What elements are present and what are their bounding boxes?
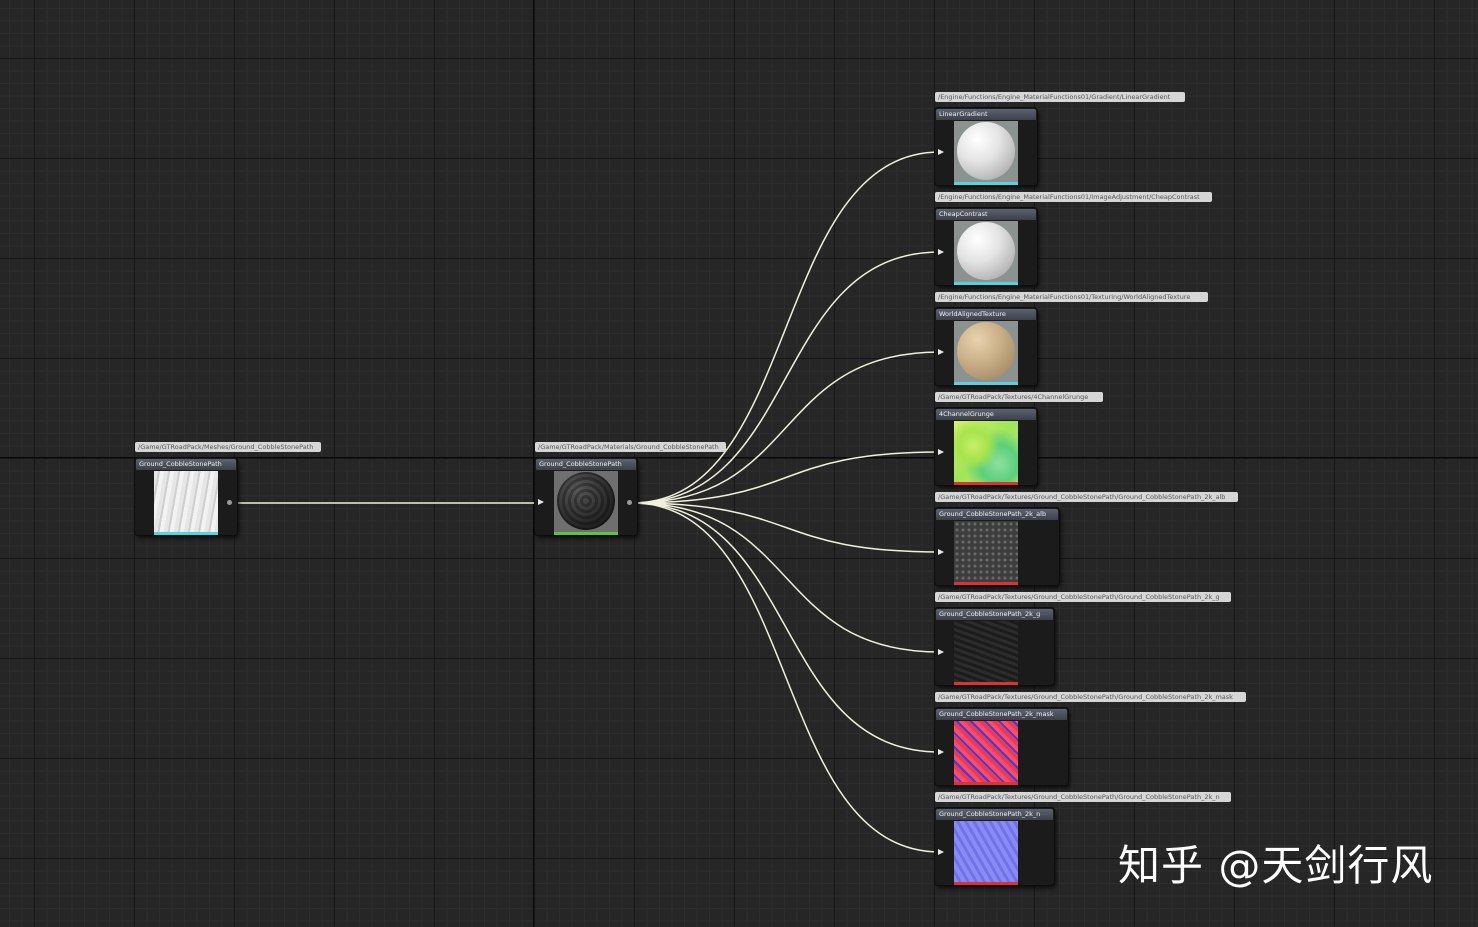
input-pin[interactable] — [938, 849, 944, 855]
asset-thumbnail — [954, 121, 1018, 182]
dependency-node[interactable]: Ground_CobbleStonePath_2k_n — [935, 808, 1054, 885]
source-mesh-path-label: /Game/GTRoadPack/Meshes/Ground_CobbleSto… — [135, 442, 321, 452]
asset-type-underline — [154, 532, 218, 535]
dependency-node[interactable]: WorldAlignedTexture — [935, 308, 1037, 385]
material-node[interactable]: Ground_CobbleStonePath — [535, 458, 637, 535]
sphere-preview — [957, 322, 1015, 380]
input-pin[interactable] — [938, 349, 944, 355]
dependency-node[interactable]: Ground_CobbleStonePath_2k_g — [935, 608, 1054, 685]
asset-thumbnail — [954, 621, 1018, 682]
dependency-path-label: /Engine/Functions/Engine_MaterialFunctio… — [935, 192, 1212, 202]
material-title: Ground_CobbleStonePath — [536, 459, 636, 470]
input-pin[interactable] — [938, 549, 944, 555]
watermark-text: 知乎 @天剑行风 — [1118, 841, 1434, 890]
dependency-node[interactable]: Ground_CobbleStonePath_2k_alb — [935, 508, 1059, 585]
asset-thumbnail — [954, 421, 1018, 482]
dependency-node[interactable]: 4ChannelGrunge — [935, 408, 1037, 485]
asset-type-underline — [954, 882, 1018, 885]
dependency-node[interactable]: Ground_CobbleStonePath_2k_mask — [935, 708, 1068, 785]
output-pin[interactable] — [627, 500, 632, 505]
dependency-title: CheapContrast — [936, 209, 1036, 220]
asset-type-underline — [954, 782, 1018, 785]
dependency-path-label: /Game/GTRoadPack/Textures/Ground_CobbleS… — [935, 792, 1231, 802]
dependency-title: LinearGradient — [936, 109, 1036, 120]
asset-thumbnail — [954, 821, 1018, 882]
material-thumbnail — [554, 471, 618, 532]
wire-material-to-dependency — [631, 502, 941, 553]
asset-thumbnail — [954, 521, 1018, 582]
input-pin[interactable] — [938, 249, 944, 255]
asset-type-underline — [954, 582, 1018, 585]
graph-origin-vertical-line — [533, 0, 534, 927]
input-pin[interactable] — [538, 499, 544, 505]
dependency-title: Ground_CobbleStonePath_2k_mask — [936, 709, 1067, 720]
output-pin[interactable] — [227, 500, 232, 505]
dependency-path-label: /Game/GTRoadPack/Textures/4ChannelGrunge — [935, 392, 1103, 402]
dependency-node[interactable]: LinearGradient — [935, 108, 1037, 185]
dependency-title: Ground_CobbleStonePath_2k_g — [936, 609, 1053, 620]
asset-type-underline — [954, 382, 1018, 385]
dependency-node[interactable]: CheapContrast — [935, 208, 1037, 285]
dependency-title: WorldAlignedTexture — [936, 309, 1036, 320]
input-pin[interactable] — [938, 749, 944, 755]
mesh-thumbnail — [154, 471, 218, 532]
dependency-title: Ground_CobbleStonePath_2k_alb — [936, 509, 1058, 520]
graph-origin-horizontal-line — [0, 457, 1478, 458]
asset-thumbnail — [954, 221, 1018, 282]
dependency-title: Ground_CobbleStonePath_2k_n — [936, 809, 1053, 820]
wire-material-to-dependency — [631, 502, 941, 853]
dependency-path-label: /Engine/Functions/Engine_MaterialFunctio… — [935, 292, 1208, 302]
dependency-path-label: /Game/GTRoadPack/Textures/Ground_CobbleS… — [935, 492, 1238, 502]
input-pin[interactable] — [938, 649, 944, 655]
stone-sphere-preview — [557, 472, 615, 530]
asset-thumbnail — [954, 321, 1018, 382]
wire-material-to-dependency — [631, 502, 941, 753]
wire-material-to-dependency — [631, 151, 941, 504]
dependency-title: 4ChannelGrunge — [936, 409, 1036, 420]
dependency-path-label: /Game/GTRoadPack/Textures/Ground_CobbleS… — [935, 592, 1231, 602]
dependency-path-label: /Engine/Functions/Engine_MaterialFunctio… — [935, 92, 1185, 102]
material-path-label: /Game/GTRoadPack/Materials/Ground_Cobble… — [535, 442, 726, 452]
wire-material-to-dependency — [631, 451, 941, 504]
source-mesh-title: Ground_CobbleStonePath — [136, 459, 236, 470]
asset-type-underline — [954, 182, 1018, 185]
source-mesh-node[interactable]: Ground_CobbleStonePath — [135, 458, 237, 535]
wire-material-to-dependency — [631, 251, 941, 504]
input-pin[interactable] — [938, 449, 944, 455]
sphere-preview — [957, 122, 1015, 180]
asset-type-underline — [954, 682, 1018, 685]
input-pin[interactable] — [938, 149, 944, 155]
asset-thumbnail — [954, 721, 1018, 782]
sphere-preview — [957, 222, 1015, 280]
wire-material-to-dependency — [631, 351, 941, 504]
dependency-path-label: /Game/GTRoadPack/Textures/Ground_CobbleS… — [935, 692, 1246, 702]
asset-type-underline — [954, 482, 1018, 485]
wire-material-to-dependency — [631, 502, 941, 653]
asset-type-underline — [954, 282, 1018, 285]
asset-type-underline — [554, 532, 618, 535]
